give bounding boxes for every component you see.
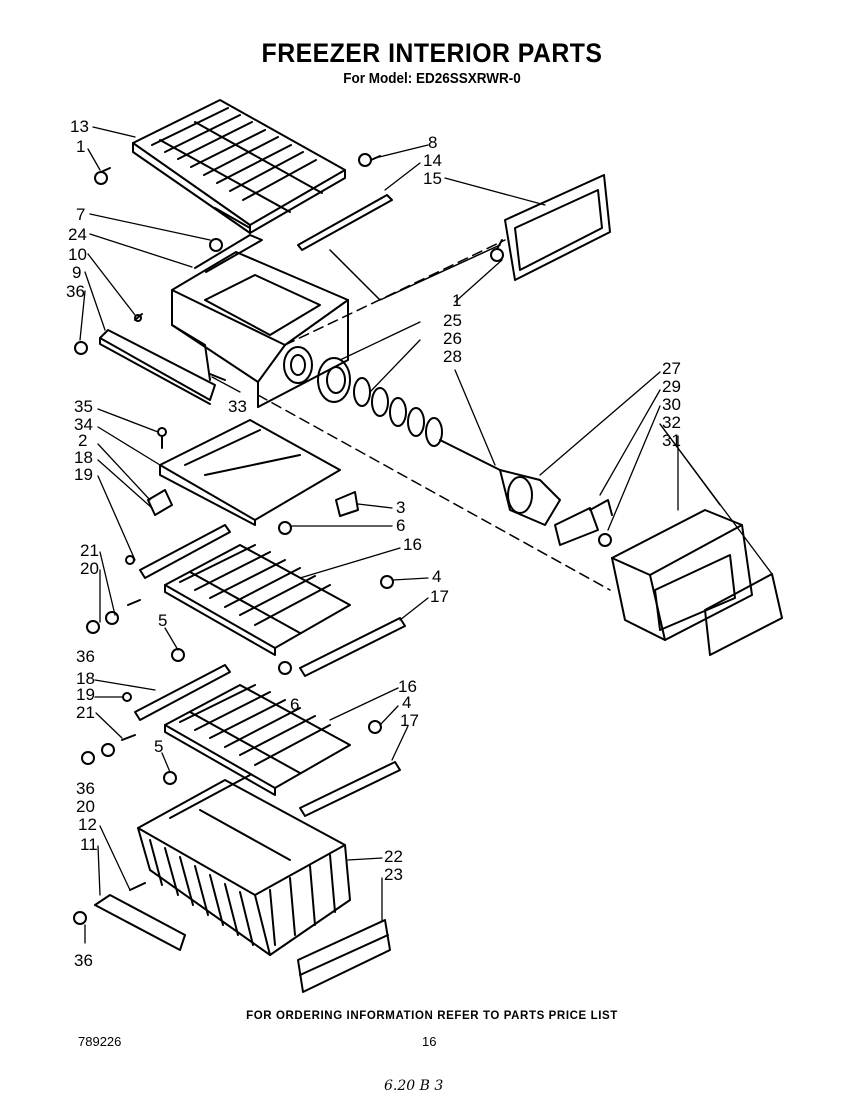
callout-14: 14 bbox=[423, 151, 442, 170]
callout-3: 3 bbox=[396, 498, 405, 517]
clip-4a-drawing bbox=[380, 575, 394, 589]
clip-19b-drawing bbox=[122, 692, 132, 702]
callout-7: 7 bbox=[76, 205, 85, 224]
top-shelf-drawing bbox=[132, 99, 346, 234]
callout-8: 8 bbox=[428, 133, 437, 152]
callout-19b: 19 bbox=[76, 685, 95, 704]
dispenser-housing-drawing bbox=[611, 509, 753, 641]
callout-13: 13 bbox=[70, 117, 89, 136]
callout-16: 16 bbox=[403, 535, 422, 554]
callout-22: 22 bbox=[384, 847, 403, 866]
callout-11: 11 bbox=[80, 835, 98, 854]
rail-18b-drawing bbox=[134, 664, 231, 721]
callout-17: 17 bbox=[430, 587, 449, 606]
callout-36d: 36 bbox=[74, 951, 93, 970]
guide-line bbox=[329, 244, 501, 301]
callout-10: 10 bbox=[68, 245, 87, 264]
clip-5b-drawing bbox=[163, 771, 177, 785]
callout-21: 21 bbox=[80, 541, 99, 560]
rail-17a-drawing bbox=[299, 617, 406, 677]
callout-12: 12 bbox=[78, 815, 97, 834]
callout-31: 31 bbox=[662, 431, 681, 450]
panel-15-drawing bbox=[504, 174, 611, 281]
callout-28: 28 bbox=[443, 347, 462, 366]
rail-14-drawing bbox=[297, 194, 393, 251]
clip-3-drawing bbox=[335, 491, 359, 517]
callout-27: 27 bbox=[662, 359, 681, 378]
callout-18: 18 bbox=[74, 448, 93, 467]
callout-33: 33 bbox=[228, 397, 247, 416]
callout-9: 9 bbox=[72, 263, 81, 282]
callout-35: 35 bbox=[74, 397, 93, 416]
callout-19: 19 bbox=[74, 465, 93, 484]
screw-12-drawing bbox=[129, 882, 146, 891]
callout-5b: 5 bbox=[154, 737, 163, 756]
clip-36b-drawing bbox=[86, 620, 100, 634]
part-30-drawing bbox=[598, 533, 612, 547]
callout-4: 4 bbox=[432, 567, 441, 586]
callout-29: 29 bbox=[662, 377, 681, 396]
lower-wire-shelf-drawing bbox=[164, 684, 351, 796]
callout-20b: 20 bbox=[76, 797, 95, 816]
document-number: 789226 bbox=[78, 1034, 122, 1049]
callout-36b: 36 bbox=[76, 647, 95, 666]
screw-21b-drawing bbox=[121, 734, 136, 741]
callout-34: 34 bbox=[74, 415, 93, 434]
rail-18a-drawing bbox=[139, 524, 231, 579]
clip-20b-drawing bbox=[101, 743, 115, 757]
mounting-plate-drawing bbox=[157, 419, 341, 526]
callout-17b: 17 bbox=[400, 711, 419, 730]
callout-2: 2 bbox=[78, 431, 87, 450]
ice-bin-drawing bbox=[171, 234, 349, 408]
clip-6b-drawing bbox=[278, 661, 292, 675]
page-title: FREEZER INTERIOR PARTS bbox=[261, 38, 603, 68]
clip-4b-drawing bbox=[368, 720, 382, 734]
callout-30: 30 bbox=[662, 395, 681, 414]
basket-rail-11-drawing bbox=[94, 894, 186, 951]
auger-assembly-drawing bbox=[317, 357, 561, 526]
part-29-drawing bbox=[554, 507, 599, 546]
callout-5: 5 bbox=[158, 611, 167, 630]
callout-16b: 16 bbox=[398, 677, 417, 696]
callout-32: 32 bbox=[662, 413, 681, 432]
clip-19a-drawing bbox=[125, 555, 135, 565]
rail-17b-drawing bbox=[299, 761, 401, 817]
callout-26: 26 bbox=[443, 329, 462, 348]
callout-6b: 6 bbox=[290, 695, 299, 714]
clip-6-drawing bbox=[278, 521, 292, 535]
model-subtitle: For Model: ED26SSXRWR-0 bbox=[343, 70, 521, 87]
callout-18b: 18 bbox=[76, 669, 95, 688]
front-trim-23-drawing bbox=[297, 919, 391, 993]
callout-6: 6 bbox=[396, 516, 405, 535]
clip-36c-drawing bbox=[81, 751, 95, 765]
callout-20: 20 bbox=[80, 559, 99, 578]
clip-36d-drawing bbox=[73, 911, 87, 925]
leader-lines bbox=[79, 126, 773, 944]
wire-basket-drawing bbox=[137, 774, 351, 956]
clip-20a-drawing bbox=[105, 611, 119, 625]
screw-21a-drawing bbox=[127, 599, 141, 606]
clip-2-drawing bbox=[147, 489, 173, 516]
upper-wire-shelf-drawing bbox=[164, 544, 351, 656]
callout-21b: 21 bbox=[76, 703, 95, 722]
callout-25: 25 bbox=[443, 311, 462, 330]
callout-4b: 4 bbox=[402, 693, 411, 712]
handwritten-note: 6.20 B 3 bbox=[384, 1078, 444, 1094]
part-32-clip-drawing bbox=[589, 499, 613, 516]
page-number: 16 bbox=[422, 1034, 437, 1049]
callout-24: 24 bbox=[68, 225, 87, 244]
callout-15: 15 bbox=[423, 169, 442, 188]
callout-1: 1 bbox=[76, 137, 85, 156]
cover-32-drawing bbox=[704, 573, 783, 656]
callout-labels: 13 1 8 14 15 7 24 10 9 36 1 25 26 28 33 … bbox=[66, 117, 681, 970]
ice-bin-bracket-drawing bbox=[99, 329, 216, 405]
callout-23: 23 bbox=[384, 865, 403, 884]
callout-36c: 36 bbox=[76, 779, 95, 798]
callout-1b: 1 bbox=[452, 291, 461, 310]
ordering-note: FOR ORDERING INFORMATION REFER TO PARTS … bbox=[246, 1010, 618, 1022]
callout-36: 36 bbox=[66, 282, 85, 301]
clip-5a-drawing bbox=[171, 648, 185, 662]
